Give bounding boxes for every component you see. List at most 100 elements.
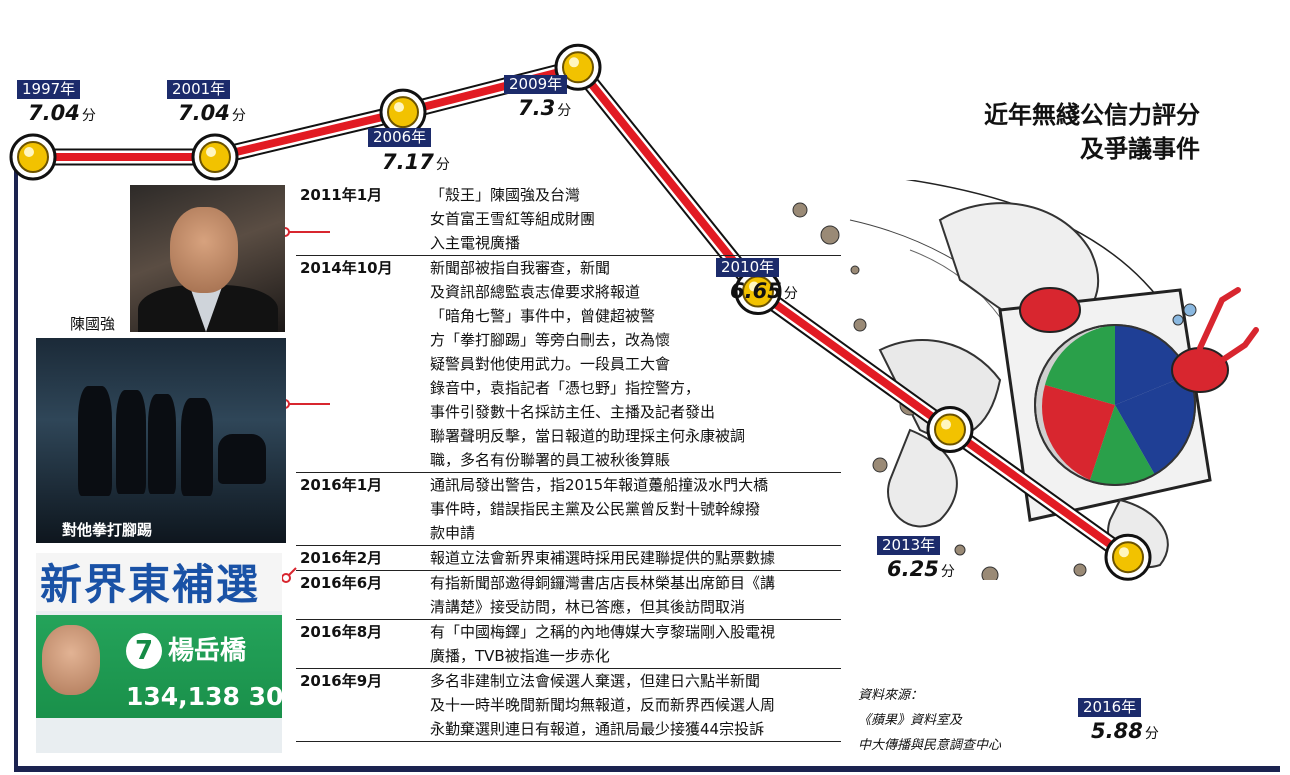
event-item: 2016年6月 有指新聞部邀得銅鑼灣書店店長林榮基出席節目《講清講楚》接受訪問，林… (296, 571, 841, 620)
candidate-number: 7 (126, 633, 162, 669)
event-text-line: 事件時，錯誤指民主黨及公民黨曾反對十號幹線撥 (430, 500, 761, 518)
screen-bottom-panel (36, 718, 282, 753)
photo-2-figure (78, 386, 112, 496)
year-label: 2009年 (504, 75, 568, 94)
screen-title: 新界東補選 (40, 560, 261, 609)
frame-bottom-border (14, 766, 1280, 772)
event-text-line: 及十一時半晚間新聞均無報道，反而新界西候選人周 (430, 696, 776, 714)
value-unit: 分 (557, 103, 572, 119)
value-unit: 分 (435, 157, 450, 173)
event-date: 2014年10月 (300, 259, 393, 277)
photo-2-figure (218, 434, 266, 484)
event-text-line: 「暗角七警」事件中，曾健超被警 (430, 307, 656, 325)
event-item: 2014年10月 新聞部被指自我審查，新聞及資訊部總監袁志偉要求將報道「暗角七警」… (296, 256, 841, 473)
photo-2-figure (116, 390, 146, 494)
event-text: 「殼王」陳國強及台灣女首富王雪紅等組成財團入主電視廣播 (430, 183, 841, 255)
data-point (734, 268, 782, 316)
year-label: 2006年 (368, 128, 432, 147)
event-text: 新聞部被指自我審查，新聞及資訊部總監袁志偉要求將報道「暗角七警」事件中，曾健超被… (430, 256, 841, 472)
photo-caption-assault: 對他拳打腳踢 (62, 521, 153, 539)
candidate-name: 楊岳橋 (168, 636, 247, 666)
page-title: 近年無綫公信力評分 及爭議事件 (930, 98, 1200, 166)
photo-2-figure (148, 394, 176, 494)
value-number: 5.88 (1091, 719, 1143, 743)
event-text: 有指新聞部邀得銅鑼灣書店店長林榮基出席節目《講清講楚》接受訪問，林已答應，但其後… (430, 571, 841, 619)
event-text-line: 疑警員對他使用武力。一段員工大會 (430, 355, 671, 373)
event-text-line: 錄音中，袁指記者「憑乜野」指控警方， (430, 379, 701, 397)
photo-2-figure (181, 398, 213, 496)
candidate-votes: 134,138 30.9% (126, 682, 282, 711)
event-item: 2011年1月 「殼王」陳國強及台灣女首富王雪紅等組成財團入主電視廣播 (296, 183, 841, 256)
year-label: 2016年 (1078, 698, 1142, 717)
event-item: 2016年8月 有「中國梅鐸」之稱的內地傳媒大亨黎瑞剛入股電視廣播，TVB被指進一… (296, 620, 841, 669)
title-line-2: 及爭議事件 (1080, 135, 1200, 163)
value-unit: 分 (940, 564, 955, 580)
event-text-line: 方「拳打腳踢」等旁白刪去，改為懷 (430, 331, 671, 349)
election-result-screen-photo: 新界東補選 7 楊岳橋 134,138 30.9% (36, 553, 282, 753)
event-item: 2016年9月 多名非建制立法會候選人棄選，但建日六點半新聞及十一時半晚間新聞均無… (296, 669, 841, 742)
event-text-line: 新聞部被指自我審查，新聞 (430, 259, 611, 277)
year-label: 2010年 (716, 258, 780, 277)
year-label: 2001年 (167, 80, 231, 99)
value-number: 7.3 (518, 96, 556, 120)
data-point (9, 133, 57, 181)
photo-connector-dot (281, 573, 291, 583)
value-number: 7.04 (28, 101, 80, 125)
event-text: 有「中國梅鐸」之稱的內地傳媒大亨黎瑞剛入股電視廣播，TVB被指進一步赤化 (430, 620, 841, 668)
event-date: 2016年6月 (300, 574, 383, 592)
event-date: 2011年1月 (300, 186, 383, 204)
value-unit: 分 (231, 108, 246, 124)
data-source: 資料來源： 《蘋果》資料室及 中大傳播與民意調查中心 (858, 683, 1001, 758)
source-line: 中大傳播與民意調查中心 (858, 738, 1002, 753)
value-unit: 分 (81, 108, 96, 124)
event-text-line: 清講楚》接受訪問，林已答應，但其後訪問取消 (430, 598, 746, 616)
event-text-line: 通訊局發出警告，指2015年報道躉船撞汲水門大橋 (430, 476, 769, 494)
event-date: 2016年1月 (300, 476, 383, 494)
event-text-line: 女首富王雪紅等組成財團 (430, 210, 596, 228)
event-text-line: 款申請 (430, 524, 476, 542)
event-text-line: 報道立法會新界東補選時採用民建聯提供的點票數據 (430, 549, 776, 567)
event-text-line: 聯署聲明反擊，當日報道的助理採主何永康被調 (430, 427, 746, 445)
event-text-line: 有指新聞部邀得銅鑼灣書店店長林榮基出席節目《講 (430, 574, 776, 592)
candidate-face (42, 625, 100, 695)
event-text: 多名非建制立法會候選人棄選，但建日六點半新聞及十一時半晚間新聞均無報道，反而新界… (430, 669, 841, 741)
year-label: 1997年 (17, 80, 81, 99)
event-date: 2016年9月 (300, 672, 383, 690)
screen-top-panel (36, 553, 282, 611)
event-date: 2016年8月 (300, 623, 383, 641)
event-text-line: 永勤棄選則連日有報道，通訊局最少接獲44宗投訴 (430, 720, 765, 738)
event-date: 2016年2月 (300, 549, 383, 567)
source-line: 資料來源： (858, 688, 924, 703)
event-text-line: 「殼王」陳國強及台灣 (430, 186, 581, 204)
data-point (926, 406, 974, 454)
tvb-mascot-illustration (792, 180, 1259, 580)
event-text: 報道立法會新界東補選時採用民建聯提供的點票數據 (430, 546, 841, 570)
data-point (1104, 533, 1152, 581)
year-label: 2013年 (877, 536, 941, 555)
event-text-line: 事件引發數十名採訪主任、主播及記者發出 (430, 403, 716, 421)
event-item: 2016年1月 通訊局發出警告，指2015年報道躉船撞汲水門大橋事件時，錯誤指民主… (296, 473, 841, 546)
event-text-line: 有「中國梅鐸」之稱的內地傳媒大亨黎瑞剛入股電視 (430, 623, 776, 641)
police-assault-photo (36, 338, 286, 543)
value-unit: 分 (1144, 726, 1159, 742)
value-number: 6.65 (730, 279, 782, 303)
value-number: 6.25 (887, 557, 939, 581)
value-number: 7.17 (382, 150, 434, 174)
event-item: 2016年2月 報道立法會新界東補選時採用民建聯提供的點票數據 (296, 546, 841, 571)
event-text-line: 職，多名有份聯署的員工被秋後算賬 (430, 451, 671, 469)
event-text: 通訊局發出警告，指2015年報道躉船撞汲水門大橋事件時，錯誤指民主黨及公民黨曾反… (430, 473, 841, 545)
event-text-line: 廣播，TVB被指進一步赤化 (430, 647, 610, 665)
chan-kwok-keung-photo (130, 185, 285, 332)
photo-caption-chan: 陳國強 (70, 315, 116, 333)
photo-1-face (170, 207, 238, 293)
data-point (191, 133, 239, 181)
